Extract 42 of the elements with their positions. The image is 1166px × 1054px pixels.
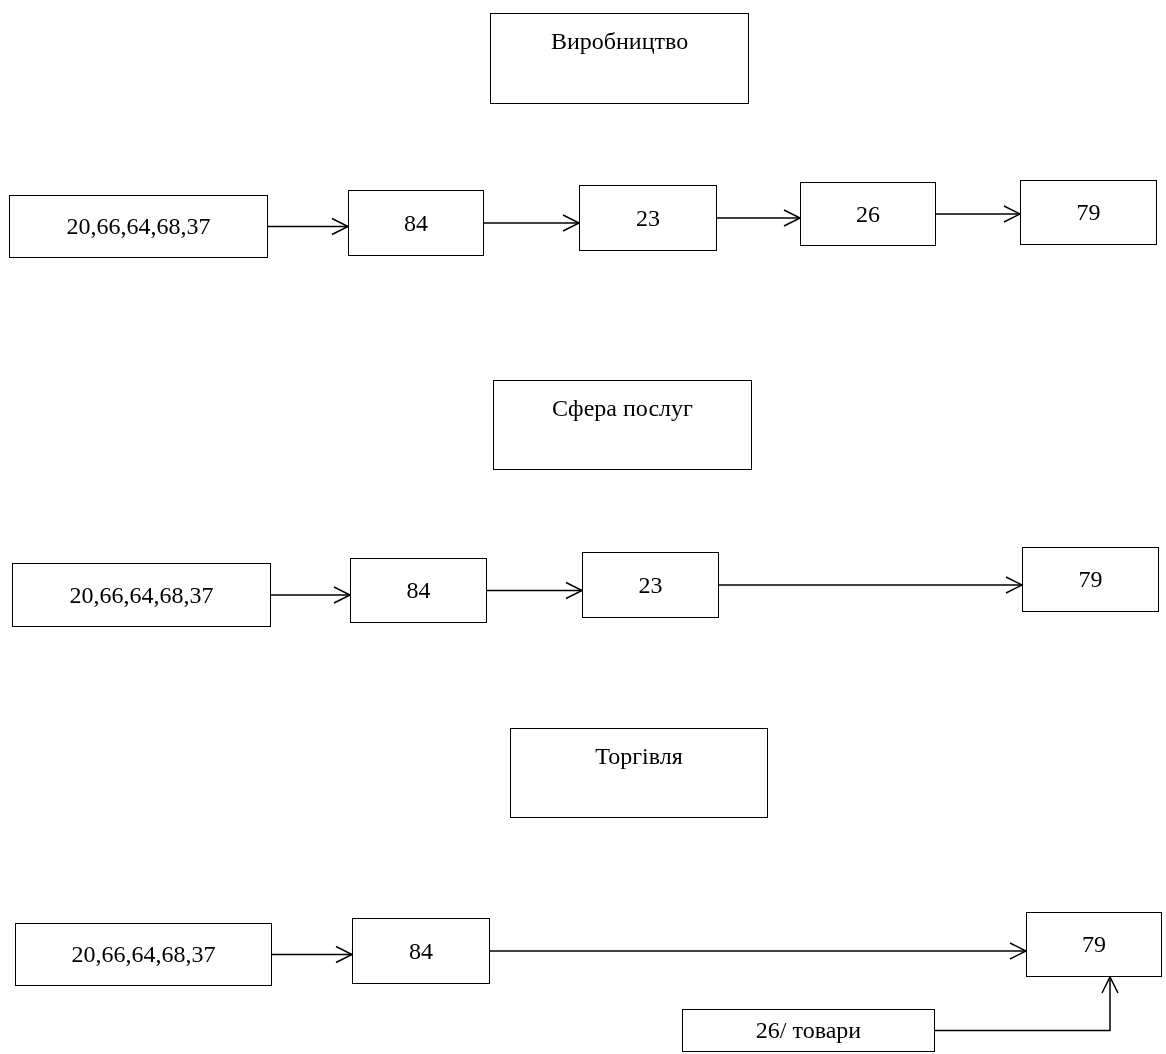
arrow — [267, 217, 349, 236]
box-label: 26/ товари — [755, 1017, 862, 1044]
arrow — [935, 205, 1021, 223]
box-label: 79 — [1078, 566, 1103, 593]
arrow — [716, 209, 801, 227]
box-label: 23 — [638, 571, 663, 599]
heading-box — [490, 13, 749, 104]
box-label: 84 — [409, 937, 433, 965]
box-label: 84 — [406, 577, 431, 604]
process-box — [15, 923, 272, 986]
box-label: 79 — [1076, 199, 1101, 226]
arrow — [718, 576, 1023, 594]
process-box — [800, 182, 936, 246]
process-box — [348, 190, 484, 256]
box-label: 20,66,64,68,37 — [69, 581, 214, 609]
box-label: Виробництво — [550, 28, 689, 55]
box-label: 20,66,64,68,37 — [71, 941, 216, 968]
process-box — [12, 563, 271, 627]
box-label: 79 — [1082, 931, 1106, 958]
process-box — [9, 195, 268, 258]
arrow — [271, 945, 353, 964]
arrow — [270, 586, 351, 604]
process-box — [579, 185, 717, 251]
process-box — [1020, 180, 1157, 245]
process-box — [350, 558, 487, 623]
process-box — [682, 1009, 935, 1052]
process-box — [352, 918, 490, 984]
box-label: 26 — [856, 200, 880, 228]
box-label: 20,66,64,68,37 — [66, 213, 211, 240]
arrow — [489, 942, 1027, 960]
box-label: 23 — [636, 204, 660, 232]
process-box — [1022, 547, 1159, 612]
arrow — [934, 976, 1119, 1032]
process-box — [1026, 912, 1162, 977]
heading-box — [493, 380, 752, 470]
arrow — [486, 581, 583, 600]
arrow — [483, 214, 580, 232]
box-label: 84 — [404, 209, 428, 237]
heading-box — [510, 728, 768, 818]
process-box — [582, 552, 719, 618]
box-label: Торгівля — [595, 743, 683, 770]
box-label: Сфера послуг — [552, 395, 693, 422]
